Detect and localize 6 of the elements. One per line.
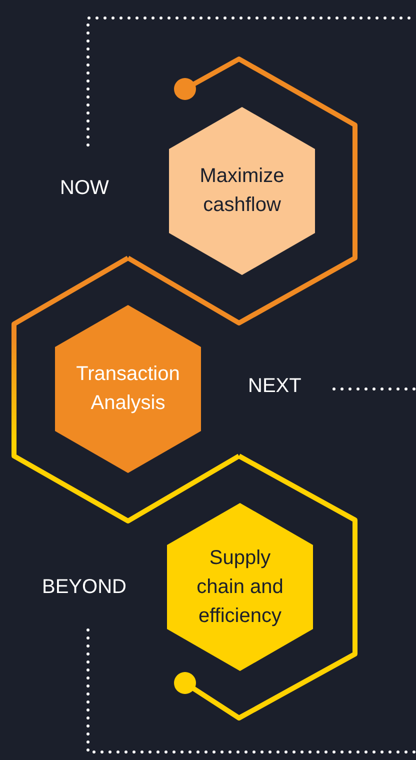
node-label: Maximize cashflow bbox=[198, 164, 286, 218]
stage-label: BEYOND bbox=[42, 575, 126, 599]
stage-label: NEXT bbox=[248, 374, 302, 398]
node-label: Transaction Analysis bbox=[75, 362, 181, 416]
stage-label: NOW bbox=[60, 176, 109, 200]
node-label: Supply chain and efficiency bbox=[196, 546, 284, 628]
